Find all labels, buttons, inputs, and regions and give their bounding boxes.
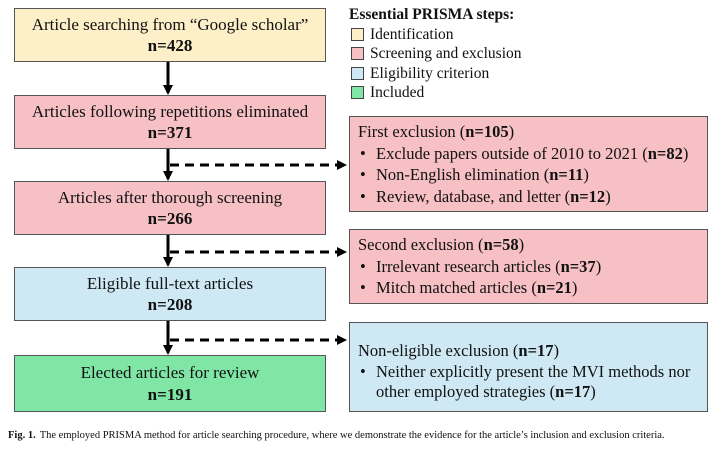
- legend-label-included: Included: [370, 84, 425, 101]
- first-exclusion-list: Exclude papers outside of 2010 to 2021 (…: [358, 143, 699, 208]
- list-item: Review, database, and letter (n=12): [358, 186, 699, 208]
- legend-swatch-eligibility: [351, 66, 364, 80]
- legend-swatch-included: [351, 86, 364, 100]
- list-item: Neither explicitly present the MVI metho…: [358, 362, 699, 402]
- first-exclusion-box: First exclusion (n=105) Exclude papers o…: [349, 116, 708, 212]
- list-item: Mitch matched articles (n=21): [358, 277, 699, 299]
- figure-label: Fig. 1.: [8, 430, 36, 441]
- legend-item-screening: Screening and exclusion: [349, 44, 522, 64]
- duplicates-removed-count: n=371: [147, 123, 193, 142]
- list-item: Exclude papers outside of 2010 to 2021 (…: [358, 143, 699, 165]
- legend-item-identification: Identification: [349, 25, 522, 45]
- screening-count: n=266: [147, 209, 193, 228]
- first-exclusion-title: First exclusion (n=105): [358, 122, 515, 141]
- non-eligible-exclusion-box: Non-eligible exclusion (n=17) Neither ex…: [349, 322, 708, 412]
- screening-box: Articles after thorough screening n=266: [14, 181, 326, 235]
- legend-label-eligibility: Eligibility criterion: [370, 64, 490, 82]
- second-exclusion-title: Second exclusion (n=58): [358, 235, 525, 254]
- included-count: n=191: [147, 384, 193, 404]
- non-eligible-exclusion-list: Neither explicitly present the MVI metho…: [358, 362, 699, 402]
- eligible-box: Eligible full-text articles n=208: [14, 267, 326, 321]
- eligible-label: Eligible full-text articles: [86, 273, 254, 293]
- legend-label-screening: Screening and exclusion: [370, 45, 522, 62]
- identification-label: Article searching from “Google scholar”: [31, 14, 309, 34]
- second-exclusion-list: Irrelevant research articles (n=37) Mitc…: [358, 256, 699, 299]
- duplicates-removed-label: Articles following repetitions eliminate…: [31, 101, 309, 121]
- legend-item-eligibility: Eligibility criterion: [349, 64, 522, 84]
- second-exclusion-box: Second exclusion (n=58) Irrelevant resea…: [349, 229, 708, 304]
- figure-caption-text: The employed PRISMA method for article s…: [39, 430, 665, 441]
- legend-swatch-screening: [351, 47, 364, 61]
- identification-count: n=428: [147, 36, 193, 55]
- legend-title: Essential PRISMA steps:: [349, 6, 515, 23]
- figure-caption: Fig. 1.The employed PRISMA method for ar…: [8, 430, 718, 441]
- non-eligible-exclusion-title: Non-eligible exclusion (n=17): [358, 341, 559, 360]
- legend-label-identification: Identification: [370, 25, 454, 43]
- list-item: Non-English elimination (n=11): [358, 164, 699, 186]
- list-item: Irrelevant research articles (n=37): [358, 256, 699, 278]
- legend: Essential PRISMA steps: Identification S…: [349, 5, 522, 103]
- included-label: Elected articles for review: [80, 363, 260, 383]
- identification-box: Article searching from “Google scholar” …: [14, 8, 326, 62]
- included-box: Elected articles for review n=191: [14, 355, 326, 412]
- legend-swatch-identification: [351, 27, 364, 41]
- eligible-count: n=208: [147, 295, 193, 314]
- screening-label: Articles after thorough screening: [57, 187, 283, 207]
- legend-item-included: Included: [349, 83, 522, 103]
- duplicates-removed-box: Articles following repetitions eliminate…: [14, 95, 326, 149]
